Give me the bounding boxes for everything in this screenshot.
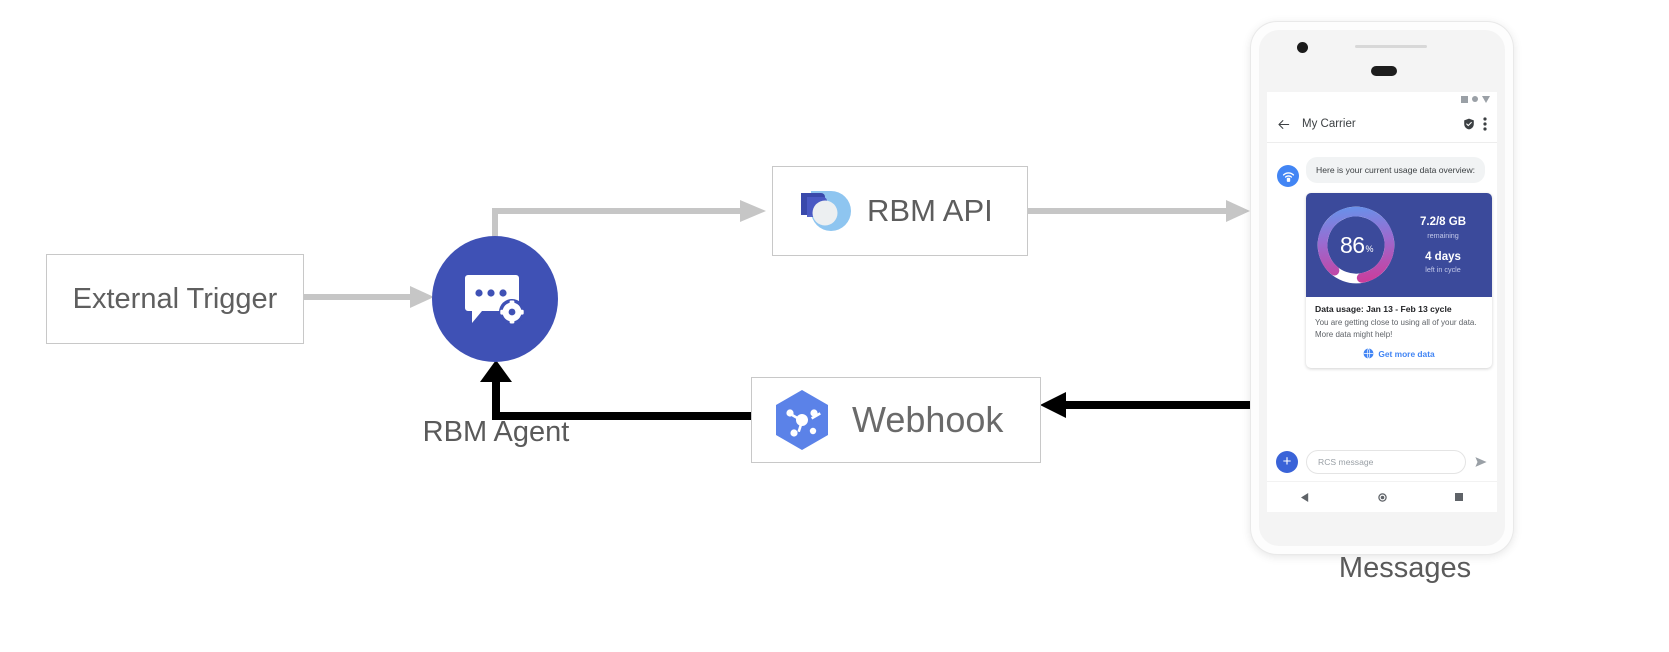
message-composer: + RCS message bbox=[1267, 442, 1497, 482]
plus-icon[interactable]: + bbox=[1276, 451, 1298, 473]
globe-icon bbox=[1363, 348, 1374, 360]
phone-earpiece-icon bbox=[1371, 66, 1397, 76]
incoming-message: Here is your current usage data overview… bbox=[1277, 157, 1487, 187]
node-rbm-api[interactable]: RBM API bbox=[772, 166, 1028, 256]
verified-shield-icon[interactable] bbox=[1463, 118, 1475, 130]
phone-speaker-icon bbox=[1355, 45, 1427, 48]
rcs-message-input[interactable]: RCS message bbox=[1306, 450, 1466, 474]
phone-body: My Carrier bbox=[1259, 30, 1505, 546]
app-bar-title: My Carrier bbox=[1302, 118, 1356, 130]
data-usage-gauge: 86% bbox=[1312, 201, 1400, 289]
connector-webhook-to-agent bbox=[480, 360, 752, 420]
gauge-percent-symbol: % bbox=[1365, 244, 1374, 254]
rich-card-media: 86% 7.2/8 GB remaining 4 days bbox=[1306, 193, 1492, 297]
back-arrow-icon[interactable] bbox=[1277, 118, 1290, 131]
conversation-area: Here is your current usage data overview… bbox=[1267, 143, 1497, 473]
nav-back-triangle-icon[interactable] bbox=[1301, 492, 1310, 502]
rich-card[interactable]: 86% 7.2/8 GB remaining 4 days bbox=[1306, 193, 1492, 369]
usage-stats: 7.2/8 GB remaining 4 days left in cycle bbox=[1400, 216, 1486, 274]
rich-card-body: Data usage: Jan 13 - Feb 13 cycle You ar… bbox=[1306, 297, 1492, 368]
battery-icon bbox=[1482, 95, 1490, 103]
nav-recents-square-icon[interactable] bbox=[1455, 493, 1463, 501]
nav-home-circle-icon[interactable] bbox=[1378, 492, 1387, 502]
rbm-agent-label: RBM Agent bbox=[422, 416, 570, 448]
rich-card-description: You are getting close to using all of yo… bbox=[1315, 318, 1477, 339]
android-nav-bar bbox=[1267, 481, 1497, 512]
get-more-data-label: Get more data bbox=[1378, 348, 1435, 359]
stat-days-left: 4 days left in cycle bbox=[1425, 250, 1461, 275]
get-more-data-button[interactable]: Get more data bbox=[1315, 348, 1483, 360]
rich-card-title: Data usage: Jan 13 - Feb 13 cycle bbox=[1315, 304, 1452, 314]
gauge-percent-value: 86 bbox=[1339, 231, 1365, 258]
rbm-api-label: RBM API bbox=[867, 193, 993, 228]
wifi-dot-icon bbox=[1472, 96, 1478, 102]
gauge-percent-text: 86% bbox=[1312, 201, 1400, 289]
send-icon[interactable] bbox=[1474, 455, 1488, 469]
phone-device: My Carrier bbox=[1251, 22, 1513, 554]
status-bar bbox=[1267, 92, 1497, 106]
connector-phone-to-webhook bbox=[1040, 392, 1258, 418]
webhook-label: Webhook bbox=[852, 399, 1004, 440]
phone-camera-icon bbox=[1297, 42, 1308, 53]
carrier-wifi-avatar-icon bbox=[1277, 165, 1299, 187]
app-bar: My Carrier bbox=[1267, 106, 1497, 143]
node-webhook[interactable]: Webhook bbox=[751, 377, 1041, 463]
message-bubble-text: Here is your current usage data overview… bbox=[1306, 157, 1486, 184]
stat-data-remaining: 7.2/8 GB remaining bbox=[1419, 215, 1467, 240]
more-vert-icon[interactable] bbox=[1483, 117, 1487, 131]
node-external-trigger[interactable]: External Trigger bbox=[46, 254, 304, 344]
connector-rbmapi-to-phone bbox=[1028, 200, 1250, 222]
rbm-api-droplet-icon bbox=[799, 191, 851, 231]
phone-screen: My Carrier bbox=[1267, 92, 1497, 512]
connector-trigger-to-agent bbox=[302, 286, 434, 308]
external-trigger-label: External Trigger bbox=[72, 282, 278, 315]
cloud-functions-hexagon-icon bbox=[776, 390, 828, 450]
signal-icon bbox=[1461, 95, 1468, 103]
messages-label: Messages bbox=[1338, 552, 1472, 584]
rcs-message-placeholder: RCS message bbox=[1318, 457, 1374, 467]
node-rbm-agent[interactable] bbox=[432, 236, 558, 362]
chat-bubble-gear-icon bbox=[465, 275, 525, 325]
